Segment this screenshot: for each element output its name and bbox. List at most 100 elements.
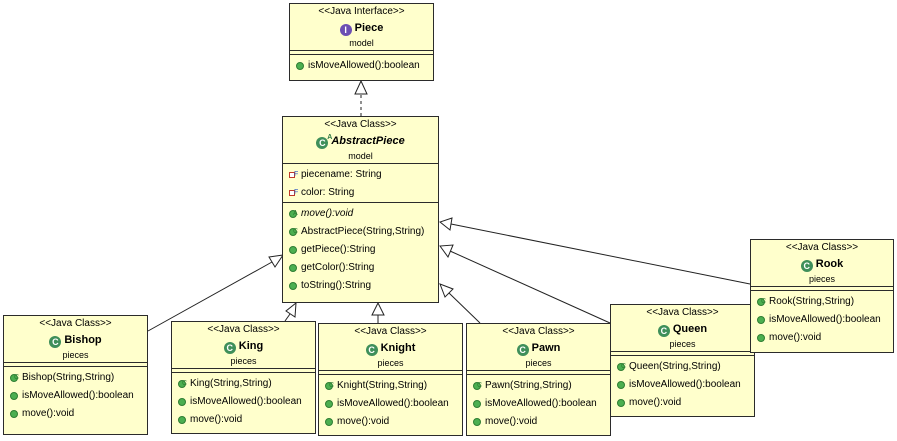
method-row[interactable]: isMoveAllowed():boolean — [611, 376, 754, 394]
attributes-compartment — [751, 286, 893, 290]
method-row[interactable]: move():void — [611, 394, 754, 412]
class-name: Pawn — [531, 342, 561, 354]
method-row[interactable]: move():void — [751, 329, 893, 347]
method-row[interactable]: toString():String — [283, 277, 438, 295]
method-signature: move():void — [337, 416, 390, 427]
stereotype-label: <<Java Class>> — [354, 326, 427, 337]
method-row[interactable]: isMoveAllowed():boolean — [751, 311, 893, 329]
attributes-compartment — [467, 370, 610, 374]
method-row[interactable]: move():void — [172, 411, 315, 429]
attributes-compartment — [319, 370, 462, 374]
public-method-icon — [10, 410, 18, 418]
package-label: pieces — [525, 358, 552, 368]
class-name: AbstractPiece — [331, 135, 405, 147]
method-signature: isMoveAllowed():boolean — [190, 396, 302, 407]
method-row[interactable]: move():void — [319, 413, 462, 431]
method-row[interactable]: isMoveAllowed():boolean — [4, 387, 147, 405]
constructor-icon: C — [473, 382, 482, 390]
method-signature: AbstractPiece(String,String) — [301, 226, 425, 237]
private-field-icon: F — [289, 189, 298, 196]
stereotype-label: <<Java Class>> — [785, 242, 859, 253]
constructor-icon: C — [178, 380, 187, 388]
method-signature: Pawn(String,String) — [485, 380, 572, 391]
method-row[interactable]: move():void — [4, 405, 147, 423]
generalization-edge-queen — [439, 244, 611, 324]
public-method-icon — [178, 416, 186, 424]
class-name: Bishop — [64, 334, 102, 346]
constructor-icon: C — [617, 363, 626, 371]
public-method-icon — [617, 381, 625, 389]
package-label: pieces — [669, 339, 696, 349]
method-row[interactable]: isMoveAllowed():boolean — [319, 395, 462, 413]
method-row[interactable]: isMoveAllowed():boolean — [467, 395, 610, 413]
method-row[interactable]: move():void — [467, 413, 610, 431]
realization-edge — [354, 79, 368, 116]
stereotype-label: <<Java Class>> — [207, 324, 280, 335]
constructor-icon: C — [325, 382, 334, 390]
class-icon: C — [657, 325, 670, 337]
constructor-icon: C — [289, 228, 298, 236]
class-name: Piece — [354, 22, 384, 34]
class-icon: C — [800, 260, 813, 272]
method-signature: Rook(String,String) — [769, 296, 855, 307]
method-signature: isMoveAllowed():boolean — [769, 314, 881, 325]
method-row[interactable]: isMoveAllowed():boolean — [290, 57, 433, 75]
package-label: model — [349, 38, 374, 48]
attributes-compartment — [290, 50, 433, 54]
method-signature: isMoveAllowed():boolean — [485, 398, 597, 409]
package-label: pieces — [62, 350, 89, 360]
constructor-icon: C — [10, 374, 19, 382]
public-method-icon — [473, 418, 481, 426]
operations-compartment: isMoveAllowed():boolean — [290, 54, 433, 75]
public-method-icon — [10, 392, 18, 400]
public-method-icon — [289, 246, 297, 254]
method-row[interactable]: getColor():String — [283, 259, 438, 277]
public-method-icon — [325, 400, 333, 408]
class-name: King — [238, 340, 264, 352]
public-method-icon — [296, 62, 304, 70]
class-name: Queen — [672, 323, 708, 335]
private-field-icon: F — [289, 171, 298, 178]
public-method-icon — [178, 398, 186, 406]
public-method-icon — [473, 400, 481, 408]
stereotype-label: <<Java Class>> — [646, 307, 719, 318]
stereotype-label: <<Java Class>> — [324, 119, 397, 130]
method-signature: move():void — [769, 332, 822, 343]
constructor-icon: C — [757, 298, 766, 306]
package-label: pieces — [230, 356, 257, 366]
field-signature: color: String — [301, 187, 355, 198]
class-icon: C — [516, 344, 529, 356]
method-row[interactable]: isMoveAllowed():boolean — [172, 393, 315, 411]
stereotype-label: <<Java Class>> — [502, 326, 575, 337]
method-signature: move():void — [22, 408, 75, 419]
method-row[interactable]: getPiece():String — [283, 241, 438, 259]
class-icon: C — [365, 344, 378, 356]
attributes-compartment — [172, 368, 315, 372]
public-method-icon — [289, 282, 297, 290]
